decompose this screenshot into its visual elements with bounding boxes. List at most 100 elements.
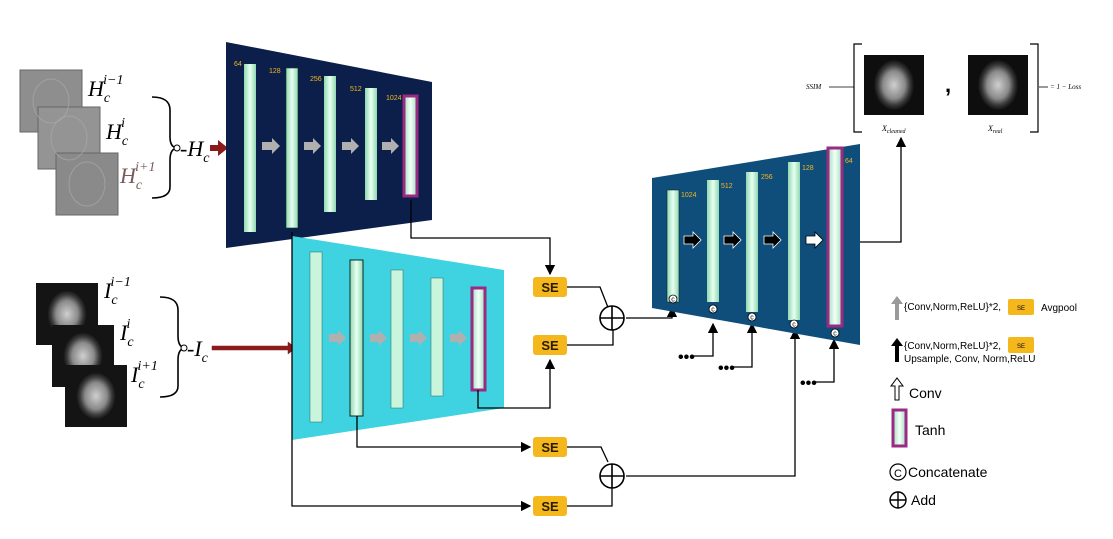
h-enc-arrow-3 bbox=[342, 138, 359, 154]
conn-i-bottleneck-se bbox=[477, 358, 556, 409]
ellipsis-3: ••• bbox=[800, 375, 817, 392]
h-enc-ch-4: 512 bbox=[350, 86, 362, 93]
i-enc-block-3 bbox=[390, 269, 404, 409]
i-input-arrow bbox=[211, 341, 297, 355]
se-box-1-label: SE bbox=[541, 280, 559, 295]
h-enc-ch-3: 256 bbox=[310, 76, 322, 83]
concat-marker-1-label: c bbox=[671, 297, 675, 304]
h-agg-label: -Hc bbox=[180, 136, 210, 166]
conn-se1-add bbox=[567, 286, 610, 311]
concat-marker-2-label: c bbox=[711, 307, 715, 314]
i-enc-arrow-2 bbox=[370, 330, 387, 346]
dec-ch-2: 512 bbox=[721, 183, 733, 190]
concat-marker-4-label: c bbox=[792, 322, 796, 329]
legend-add-label: Add bbox=[911, 492, 936, 508]
h-input-labels: Hci−1 Hci Hci+1 bbox=[87, 73, 155, 193]
concat-marker-2 bbox=[708, 304, 718, 314]
i-enc-block-2 bbox=[349, 259, 364, 417]
conn-add2-decoder bbox=[626, 328, 801, 477]
ssim-label: SSIM bbox=[806, 83, 822, 91]
i-enc-block-4 bbox=[430, 277, 444, 397]
i-enc-arrow-4 bbox=[450, 330, 467, 346]
se-box-1 bbox=[533, 277, 567, 297]
i-label-prev: Ici−1 bbox=[103, 275, 131, 308]
i-enc-arrow-1 bbox=[329, 330, 346, 346]
legend-concat-icon bbox=[889, 463, 907, 481]
add-nodes bbox=[599, 305, 625, 489]
legend-tanh-icon bbox=[891, 408, 908, 448]
h-concat-dot bbox=[173, 144, 181, 152]
concat-marker-5 bbox=[830, 328, 840, 338]
legend: {Conv,Norm,ReLU}*2, SE Avgpool {Conv,Nor… bbox=[889, 296, 1077, 509]
se-box-2-label: SE bbox=[541, 338, 559, 353]
i-concat-dot bbox=[180, 344, 188, 352]
i-input-images bbox=[36, 283, 127, 427]
loss-bracket-right bbox=[1030, 43, 1039, 133]
h-label-next: Hci+1 bbox=[119, 160, 155, 193]
legend-up-text-a: {Conv,Norm,ReLU}*2, bbox=[904, 341, 1001, 352]
concat-marker-3 bbox=[747, 312, 757, 322]
dec-arrow-2 bbox=[723, 231, 742, 249]
h-enc-block-4 bbox=[365, 88, 377, 200]
i-enc-block-1 bbox=[309, 251, 323, 423]
add-node-2-plus bbox=[600, 464, 624, 488]
dec-ch-3: 256 bbox=[761, 174, 773, 181]
loss-rhs: = 1 − Loss bbox=[1050, 83, 1081, 91]
h-enc-arrow-4 bbox=[382, 138, 399, 154]
se-box-4-label: SE bbox=[541, 499, 559, 514]
legend-down-text-a: {Conv,Norm,ReLU}*2, bbox=[904, 302, 1001, 313]
conn-i-skip-se3 bbox=[356, 416, 532, 453]
concat-marker-4 bbox=[789, 319, 799, 329]
h-image-next bbox=[55, 152, 119, 216]
legend-down-se-label: SE bbox=[1017, 306, 1025, 312]
h-input-images bbox=[19, 69, 119, 216]
decoder-blocks: 1024 512 256 128 64 bbox=[666, 146, 853, 328]
legend-up-se-label: SE bbox=[1017, 344, 1025, 350]
se-box-4 bbox=[533, 496, 567, 516]
dec-block-4 bbox=[788, 162, 800, 320]
legend-down-arrow-icon bbox=[891, 296, 903, 320]
i-encoder-blocks bbox=[309, 251, 487, 423]
legend-up-text-b: Upsample, Conv, Norm,ReLU bbox=[904, 354, 1036, 365]
h-enc-arrow-2 bbox=[304, 138, 321, 154]
h-enc-ch-2: 128 bbox=[269, 68, 281, 75]
se-box-3 bbox=[533, 437, 567, 457]
se-box-2 bbox=[533, 335, 567, 355]
dec-arrow-1 bbox=[683, 231, 702, 249]
i-enc-block-5 bbox=[470, 286, 487, 392]
dec-ch-5: 64 bbox=[845, 158, 853, 165]
legend-down-se-box bbox=[1008, 299, 1034, 315]
dec-block-2 bbox=[707, 180, 719, 302]
dec-arrow-3 bbox=[763, 231, 782, 249]
concat-marker-5-label: c bbox=[833, 331, 837, 338]
legend-concat-symbol: C bbox=[894, 468, 902, 480]
dec-ch-4: 128 bbox=[802, 165, 814, 172]
legend-up-arrow-icon bbox=[891, 338, 903, 362]
h-encoder-blocks: 64 128 256 512 1024 bbox=[234, 61, 419, 232]
conn-dots1 bbox=[692, 322, 719, 357]
ellipsis-1: ••• bbox=[678, 349, 695, 366]
x-cleaned-label: Xcleaned bbox=[881, 124, 907, 135]
loss-formula: SSIM , Xcleaned Xreal = 1 − Loss bbox=[806, 43, 1081, 135]
legend-down-text-b: Avgpool bbox=[1041, 303, 1077, 314]
conn-se2-add bbox=[567, 330, 614, 346]
h-enc-ch-5: 1024 bbox=[386, 95, 402, 102]
i-enc-arrow-3 bbox=[410, 330, 427, 346]
legend-add-plus bbox=[890, 492, 906, 508]
se-blocks: SE SE SE SE bbox=[533, 277, 567, 516]
h-enc-block-5 bbox=[402, 94, 419, 198]
conn-dots2 bbox=[732, 322, 758, 368]
dec-block-3 bbox=[746, 172, 758, 312]
i-label-curr: Ici bbox=[119, 317, 134, 350]
dec-block-1 bbox=[666, 189, 680, 303]
conn-dots3 bbox=[814, 338, 840, 383]
i-label-next: Ici+1 bbox=[130, 359, 158, 392]
conn-output-loss bbox=[847, 136, 907, 243]
h-input-arrow bbox=[210, 140, 228, 156]
legend-conv-label: Conv bbox=[909, 385, 942, 401]
h-enc-block-3 bbox=[324, 76, 336, 212]
x-real-label: Xreal bbox=[987, 124, 1003, 135]
i-input-labels: Ici−1 Ici Ici+1 bbox=[103, 275, 158, 392]
h-enc-ch-1: 64 bbox=[234, 61, 242, 68]
